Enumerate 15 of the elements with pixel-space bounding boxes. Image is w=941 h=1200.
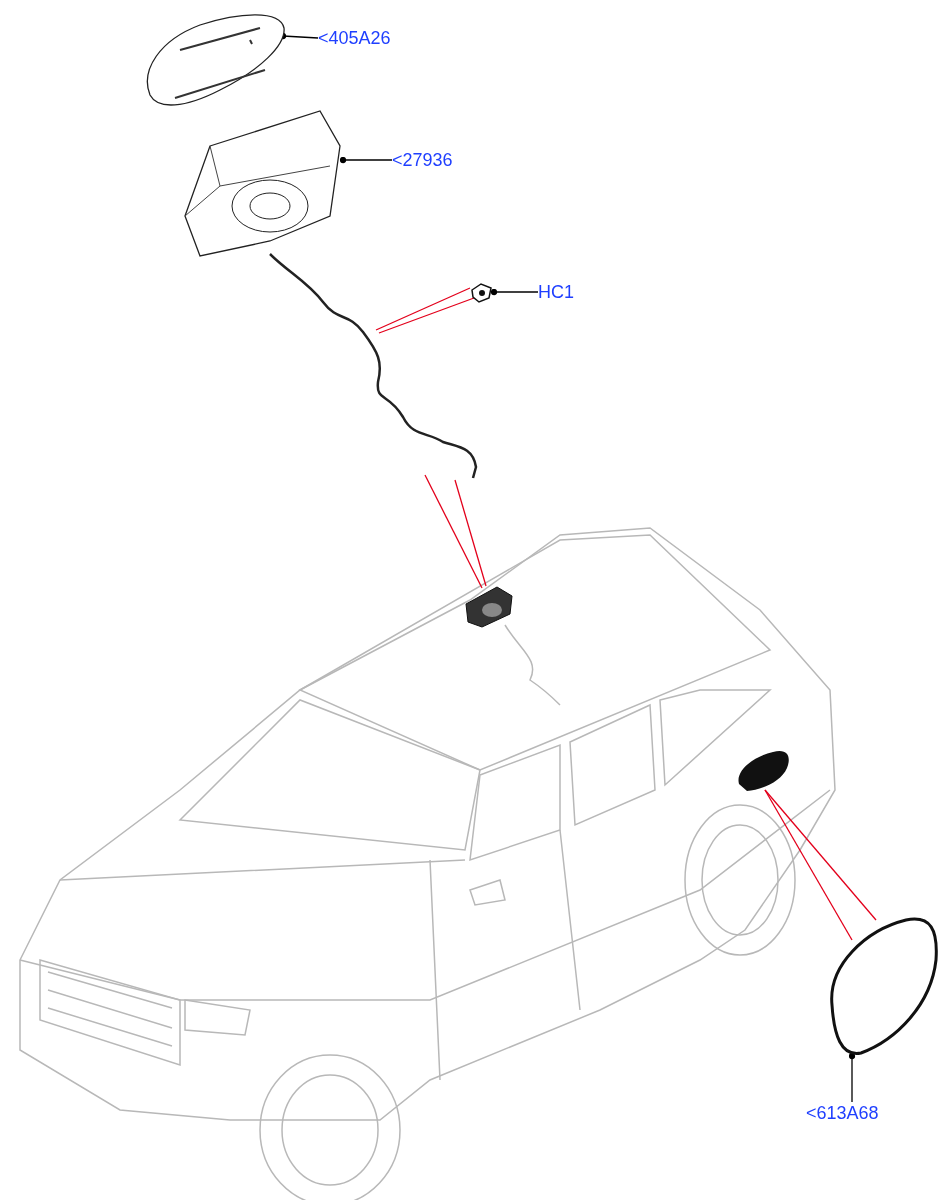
leader-line (848, 1052, 856, 1103)
leader-line (375, 287, 471, 331)
leader-line (339, 156, 393, 164)
leader-line (378, 297, 475, 334)
filler-housing-location-drawing (462, 584, 516, 630)
leader-line (454, 479, 487, 587)
callout-number: <405A26 (318, 27, 391, 49)
callout-number: <613A68 (806, 1102, 879, 1124)
leader-line (490, 288, 539, 296)
leader-line (424, 474, 483, 589)
clip-drawing (469, 282, 495, 304)
fuel-flap-location-drawing (735, 748, 791, 792)
callout-number: HC1 (538, 281, 574, 303)
leader-line (764, 789, 877, 921)
callout-number: <27936 (392, 149, 453, 171)
